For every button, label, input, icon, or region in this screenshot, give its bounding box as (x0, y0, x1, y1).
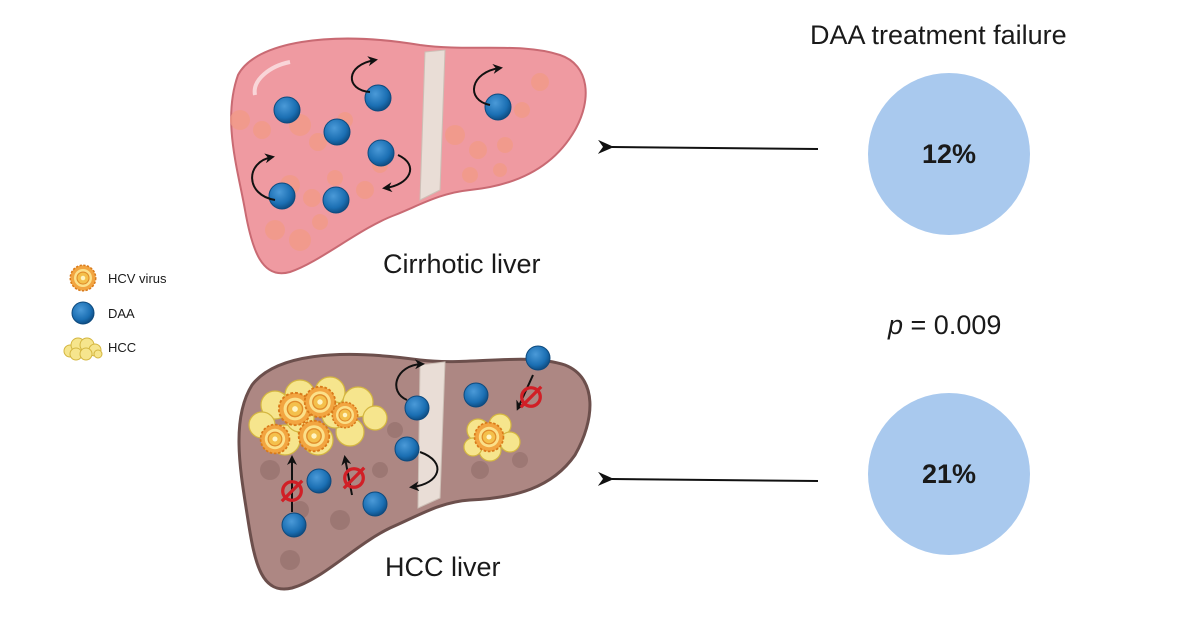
efflux-arrow-icon (287, 359, 534, 512)
page-title: DAA treatment failure (810, 20, 1067, 50)
p-value-number: = 0.009 (903, 310, 1002, 340)
hcc-tumor-small (463, 413, 521, 462)
cirrhotic-failure-value: 12% (921, 138, 977, 169)
legend-hcc-label: HCC (108, 339, 137, 355)
hcc-failure-value: 21% (921, 458, 977, 489)
hcc-icon (63, 337, 103, 361)
cirrhotic-liver-label: Cirrhotic liver (383, 249, 541, 279)
arrow-to-hcc (597, 471, 819, 486)
hcc-tumor-large (248, 376, 388, 456)
daa-icon (71, 301, 95, 325)
p-value: p = 0.009 (888, 310, 1001, 341)
hcv-virus-icon (69, 264, 97, 292)
cirrhotic-liver (230, 37, 587, 275)
p-symbol: p (888, 310, 904, 340)
hcc-failure-circle: 21% (868, 393, 1030, 555)
legend-hcv: HCV virus (62, 263, 167, 293)
cirrhotic-failure-circle: 12% (868, 73, 1030, 235)
hcc-liver-label: HCC liver (385, 552, 501, 582)
legend-daa-label: DAA (108, 305, 135, 321)
efflux-arrow-icon (251, 56, 503, 201)
legend-daa: DAA (62, 298, 135, 328)
legend-hcv-label: HCV virus (108, 270, 167, 286)
legend-hcc: HCC (62, 332, 136, 362)
arrow-to-cirrhotic (597, 139, 819, 154)
daa-icon (281, 345, 551, 538)
daa-icon (268, 84, 512, 214)
hcc-liver (237, 345, 592, 591)
